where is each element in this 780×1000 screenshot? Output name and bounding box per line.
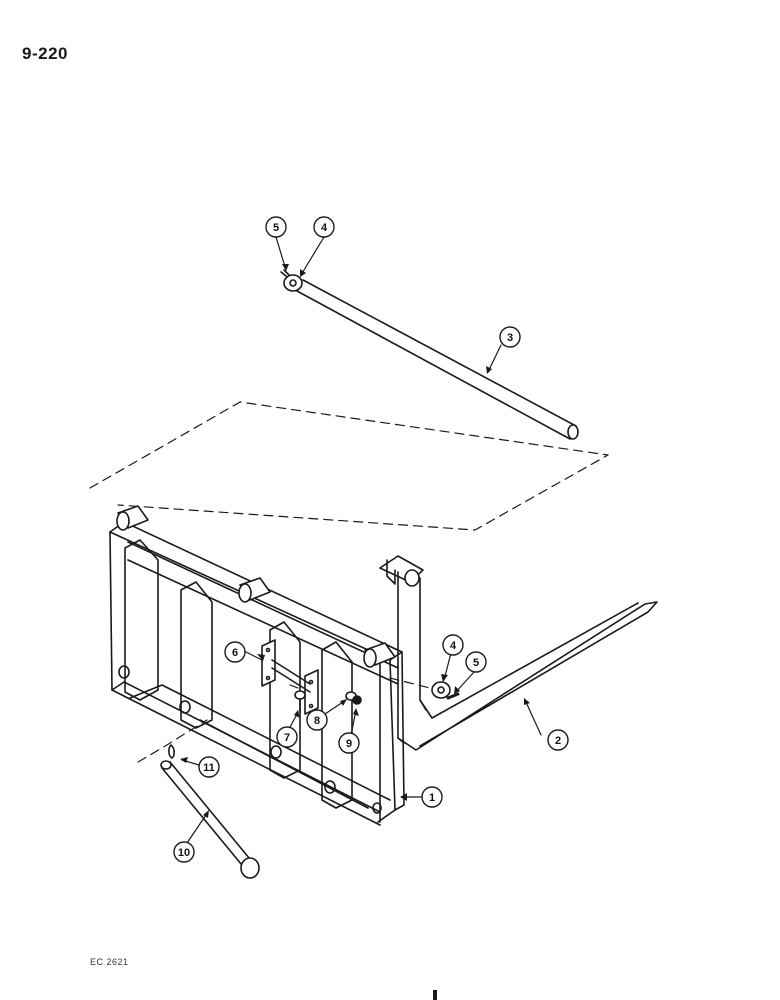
carriage-frame-part-1	[109, 505, 405, 826]
callout-circle-10	[173, 841, 195, 863]
pin-part-10	[160, 760, 260, 879]
pin-part-5-fork	[446, 692, 460, 700]
scan-mark	[433, 990, 437, 1000]
shaft-part-3	[280, 269, 579, 440]
callout-label-9: 9	[346, 738, 352, 750]
callout-label-11: 11	[203, 762, 215, 774]
roller	[238, 577, 271, 603]
callout-label-4-fork: 4	[450, 640, 457, 652]
figure-code: EC 2621	[90, 957, 129, 967]
roller	[116, 505, 149, 531]
callout-circle-6	[224, 641, 246, 663]
clip-part-11	[168, 744, 175, 759]
callout-label-6: 6	[232, 647, 238, 659]
callout-label-5-fork: 5	[473, 657, 479, 669]
callout-circle-5-top	[265, 216, 287, 238]
callout-circle-11	[198, 756, 220, 778]
fork-part-2	[379, 555, 658, 751]
callout-circle-9	[338, 732, 360, 754]
callout-circle-4-fork	[442, 634, 464, 656]
callout-circle-7	[276, 726, 298, 748]
callout-label-7: 7	[284, 732, 290, 744]
washer-part-4-fork	[431, 681, 451, 699]
bracket-part-6	[261, 639, 319, 715]
page-number: 9-220	[22, 44, 68, 63]
callout-circle-8	[306, 709, 328, 731]
nut-part-9	[352, 695, 362, 705]
callout-circle-2	[547, 729, 569, 751]
callout-circle-3	[499, 326, 521, 348]
callout-circle-1	[421, 786, 443, 808]
callout-label-5-top: 5	[273, 222, 279, 234]
callout-label-1: 1	[429, 792, 435, 804]
assembly-guide-lines	[89, 401, 609, 763]
callout-label-4-top: 4	[321, 222, 328, 234]
callout-circle-4-top	[313, 216, 335, 238]
callout-label-8: 8	[314, 715, 320, 727]
callout-label-3: 3	[507, 332, 513, 344]
callout-label-2: 2	[555, 735, 561, 747]
bolt-part-7	[294, 690, 306, 713]
roller	[363, 642, 396, 668]
arrowheads	[180, 264, 530, 818]
callout-label-10: 10	[178, 847, 190, 859]
callout-circle-5-fork	[465, 651, 487, 673]
